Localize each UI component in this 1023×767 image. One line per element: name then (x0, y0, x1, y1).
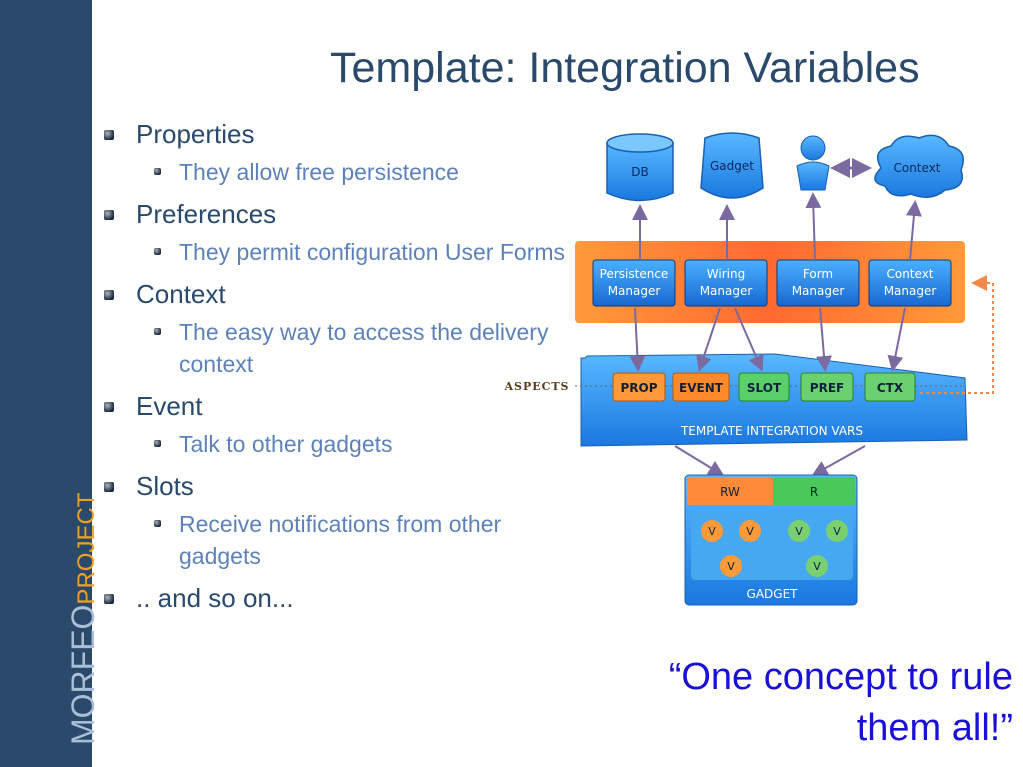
sub-bullet-item: Talk to other gadgets (104, 428, 584, 460)
sub-bullet-item: The easy way to access the delivery cont… (104, 316, 584, 380)
gadget-box: RW R V V V V V V GADGET (684, 474, 858, 606)
context-cloud: Context (874, 134, 964, 198)
gadget-node-label: Gadget (710, 159, 754, 173)
sub-bullet-item: They permit configuration User Forms (104, 236, 584, 268)
var-pref: PREF (810, 381, 844, 395)
context-cloud-label: Context (893, 161, 940, 175)
sidebar: MORFEOPROJECT (0, 0, 101, 767)
manager-label-context-1: Context (886, 267, 933, 281)
manager-label-form-2: Manager (792, 284, 845, 298)
sub-bullet-item: Receive notifications from other gadgets (104, 508, 584, 572)
v-label-3: V (795, 525, 803, 538)
db-node: DB (606, 133, 674, 202)
manager-label-context-2: Manager (884, 284, 937, 298)
v-label-4: V (833, 525, 841, 538)
manager-label-persistence-1: Persistence (600, 267, 669, 281)
bullet-item: Context (104, 278, 584, 310)
v-label-5: V (727, 560, 735, 573)
slide-title: Template: Integration Variables (330, 44, 920, 92)
gadget-box-label: GADGET (747, 587, 799, 601)
var-event: EVENT (679, 381, 724, 395)
manager-label-wiring-1: Wiring (707, 267, 745, 281)
manager-boxes (592, 259, 952, 307)
v-circles (701, 520, 848, 577)
db-label: DB (631, 165, 648, 179)
var-prop: PROP (620, 381, 657, 395)
aspects-label: ASPECTS (503, 380, 569, 393)
tab-rw: RW (720, 485, 740, 499)
v-label-1: V (708, 525, 716, 538)
var-boxes (612, 372, 916, 402)
bullet-item: Event (104, 390, 584, 422)
manager-label-persistence-2: Manager (608, 284, 661, 298)
v-label-2: V (746, 525, 754, 538)
sub-bullet-item: They allow free persistence (104, 156, 584, 188)
manager-label-form-1: Form (803, 267, 833, 281)
v-label-6: V (813, 560, 821, 573)
brand-part2: PROJECT (73, 492, 100, 605)
quote-text: “One concept to rule them all!” (668, 656, 1013, 749)
architecture-diagram: DB Gadget Context Persistence Manager Wi… (503, 132, 994, 606)
var-ctx: CTX (877, 381, 904, 395)
manager-label-wiring-2: Manager (700, 284, 753, 298)
brand-part1: MORFEO (65, 604, 101, 745)
user-icon (796, 135, 830, 191)
gadget-node: Gadget (700, 132, 764, 199)
var-slot: SLOT (747, 381, 782, 395)
bullet-item: Properties (104, 118, 584, 150)
brand-logo: MORFEOPROJECT (65, 492, 101, 745)
tiv-label: TEMPLATE INTEGRATION VARS (680, 424, 863, 438)
bullet-item: Preferences (104, 198, 584, 230)
bullet-item: Slots (104, 470, 584, 502)
tab-r: R (810, 485, 818, 499)
bullet-item: .. and so on... (104, 582, 584, 614)
